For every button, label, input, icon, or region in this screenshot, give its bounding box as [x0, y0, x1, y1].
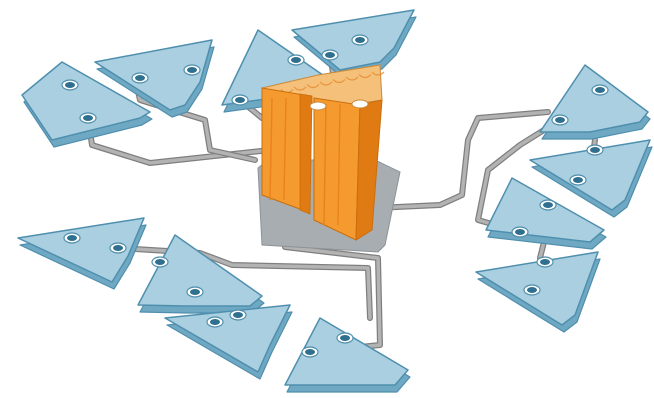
- tile-port-2: [340, 335, 350, 341]
- triangular-puzzle-tile-icon: [18, 218, 146, 289]
- triangular-puzzle-tile-icon: [540, 65, 650, 139]
- tile-port-2: [573, 177, 583, 183]
- core-right-block: [314, 98, 360, 240]
- tile-port-1: [210, 319, 220, 325]
- triangular-puzzle-tile-icon: [165, 305, 292, 379]
- tile-port-1: [113, 245, 123, 251]
- tile-port-2: [595, 87, 605, 93]
- tile-port-2: [543, 202, 553, 208]
- tile-port-2: [233, 312, 243, 318]
- tile-port-1: [235, 97, 245, 103]
- tile-face: [165, 305, 290, 372]
- core-socket-2: [352, 100, 368, 108]
- tile-port-2: [187, 67, 197, 73]
- core-left-edge: [300, 94, 312, 214]
- tile-port-1: [325, 52, 335, 58]
- triangular-puzzle-tile-icon: [285, 318, 410, 392]
- tile-port-2: [65, 82, 75, 88]
- tile-port-2: [291, 57, 301, 63]
- tile-port-1: [590, 147, 600, 153]
- tile-port-1: [190, 289, 200, 295]
- core-socket-1: [310, 102, 326, 110]
- tile-port-1: [555, 117, 565, 123]
- tile-port-1: [135, 75, 145, 81]
- tile-port-1: [305, 349, 315, 355]
- tile-port-2: [527, 287, 537, 293]
- triangular-puzzle-tile-icon: [138, 235, 264, 313]
- triangular-puzzle-tile-icon: [476, 252, 600, 332]
- tile-port-2: [355, 37, 365, 43]
- tile-port-1: [515, 229, 525, 235]
- tile-port-1: [83, 115, 93, 121]
- tile-port-2: [67, 235, 77, 241]
- tile-port-2: [155, 259, 165, 265]
- tile-port-1: [540, 259, 550, 265]
